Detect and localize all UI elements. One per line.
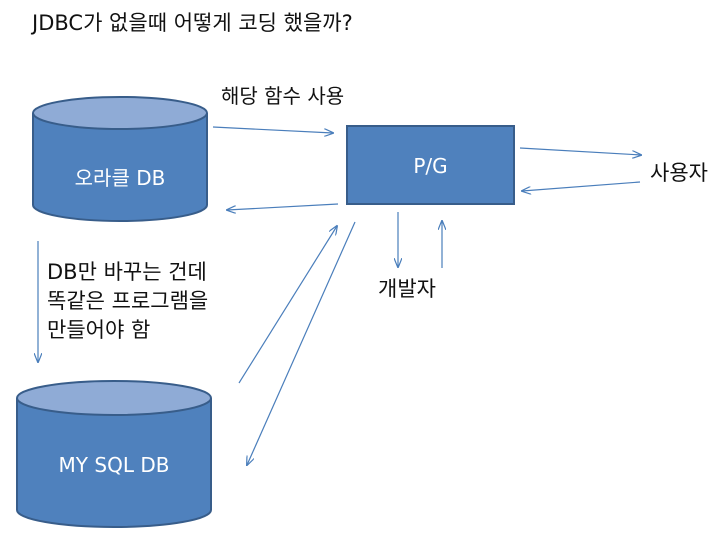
note-block: DB만 바꾸는 건데 똑같은 프로그램을 만들어야 함 (47, 258, 208, 345)
mysql-to-pg-arrow (238, 226, 337, 384)
oracle-to-pg-arrow (212, 126, 333, 133)
note-line-1: DB만 바꾸는 건데 (47, 260, 207, 284)
user-label: 사용자 (650, 161, 708, 185)
developer-label: 개발자 (378, 277, 436, 301)
mysql-db-label: MY SQL DB (58, 453, 170, 477)
pg-box (346, 125, 515, 205)
note-line-2: 똑같은 프로그램을 (47, 289, 209, 313)
pg-to-mysql-arrow (247, 221, 356, 465)
mysql-db-cylinder (16, 380, 212, 528)
note-line-3: 만들어야 함 (47, 318, 151, 342)
pg-to-user-arrow (519, 147, 641, 155)
user-to-pg-arrow (522, 181, 641, 191)
oracle-db-label: 오라클 DB (74, 166, 166, 190)
pg-label: P/G (413, 154, 448, 178)
pg-to-oracle-arrow (227, 203, 339, 210)
oracle-db-cylinder (32, 96, 208, 222)
use-function-label: 해당 함수 사용 (221, 84, 345, 108)
page-title: JDBC가 없을때 어떻게 코딩 했을까? (32, 11, 353, 35)
